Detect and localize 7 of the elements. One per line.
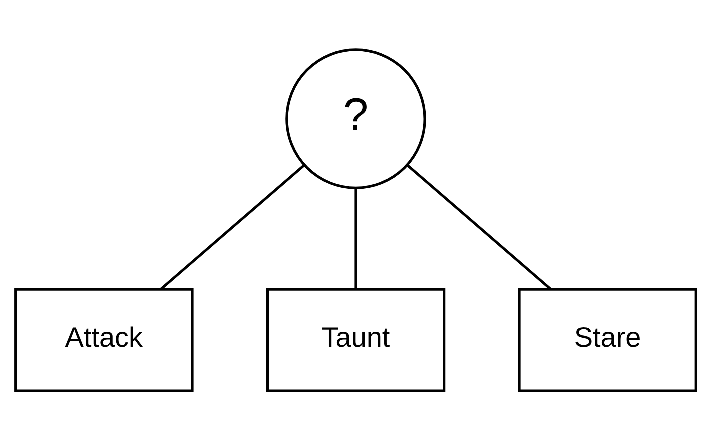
connector (354, 188, 358, 290)
node-box: Attack (14, 288, 194, 392)
node-circle: ? (286, 48, 426, 189)
node-box: Stare (518, 288, 698, 392)
connector (160, 164, 306, 290)
node-box: Taunt (266, 288, 446, 392)
connector (406, 164, 552, 290)
